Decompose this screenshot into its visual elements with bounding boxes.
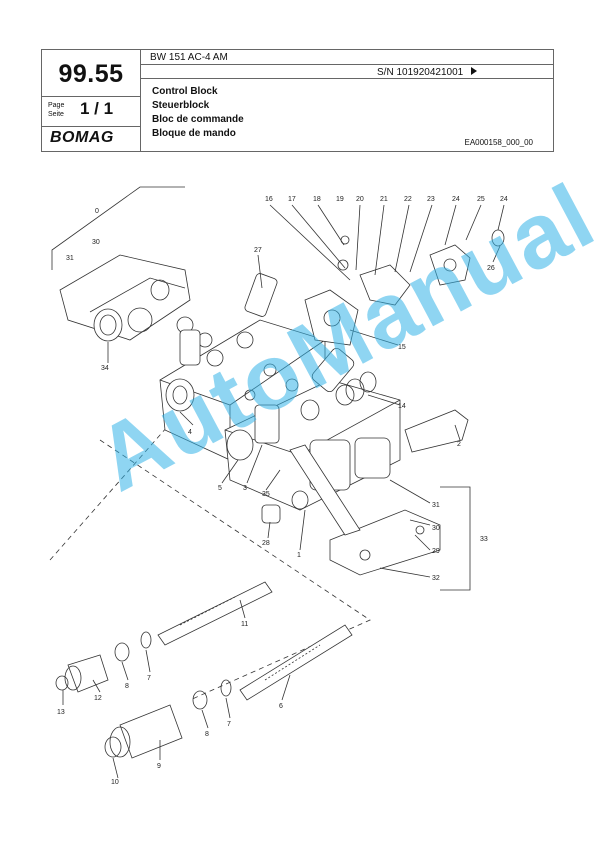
callout: 27 (254, 247, 262, 254)
title-de: Steuerblock (152, 100, 210, 111)
callout: 33 (480, 536, 488, 543)
callout: 34 (101, 365, 109, 372)
callout: 31 (66, 255, 74, 262)
callout: 18 (313, 196, 321, 203)
callout: 13 (57, 709, 65, 716)
arrow-right-icon (471, 67, 478, 75)
callout: 9 (157, 763, 161, 770)
callout: 23 (427, 196, 435, 203)
serial-number: S/N 101920421001 (377, 67, 478, 78)
callout: 30 (432, 525, 440, 532)
callout: 8 (125, 683, 129, 690)
callout: 3 (243, 485, 247, 492)
callout: 31 (432, 502, 440, 509)
callout: 5 (218, 485, 222, 492)
callout: 11 (241, 621, 248, 628)
callout: 12 (94, 695, 102, 702)
callout: 14 (398, 403, 406, 410)
callout: 4 (188, 429, 192, 436)
divider (140, 50, 141, 151)
callout: 21 (380, 196, 388, 203)
callout: 7 (227, 721, 231, 728)
title-en: Control Block (152, 86, 218, 97)
callout: 7 (147, 675, 151, 682)
callout: 32 (432, 575, 440, 582)
callout-labels: 0 16 17 18 19 20 21 22 23 24 25 24 26 27… (57, 196, 508, 786)
callout: 19 (336, 196, 344, 203)
divider (42, 96, 140, 97)
document-id: EA000158_000_00 (464, 138, 533, 147)
callout: 22 (404, 196, 412, 203)
callout: 20 (356, 196, 364, 203)
page-number: 1 / 1 (80, 99, 114, 118)
callout: 17 (288, 196, 296, 203)
divider (140, 64, 553, 65)
divider (42, 126, 140, 127)
divider (140, 78, 553, 79)
callout: 24 (500, 196, 508, 203)
callout: 0 (95, 208, 99, 215)
callout: 25 (477, 196, 485, 203)
part-titles: Control Block Steuerblock Bloc de comman… (152, 85, 244, 141)
callout: 10 (111, 779, 119, 786)
model-name: BW 151 AC-4 AM (150, 52, 228, 63)
callout: 30 (92, 239, 100, 246)
callout: 15 (398, 344, 406, 351)
callout: 26 (487, 265, 495, 272)
title-fr: Bloc de commande (152, 114, 244, 125)
callout: 28 (262, 540, 270, 547)
callout: 35 (262, 491, 270, 498)
callout: 29 (432, 548, 440, 555)
brand-logo: BOMAG (50, 129, 114, 146)
callout: 2 (457, 441, 461, 448)
header-table: 99.55 Page Seite 1 / 1 BOMAG BW 151 AC-4… (41, 49, 554, 152)
callout: 8 (205, 731, 209, 738)
page-label: Page Seite (48, 102, 65, 118)
title-es: Bloque de mando (152, 128, 236, 139)
callout: 1 (297, 552, 301, 559)
callout: 6 (279, 703, 283, 710)
page-code: 99.55 (58, 60, 124, 88)
part-block-34 (59, 254, 213, 348)
callout: 16 (265, 196, 273, 203)
callout: 24 (452, 196, 460, 203)
